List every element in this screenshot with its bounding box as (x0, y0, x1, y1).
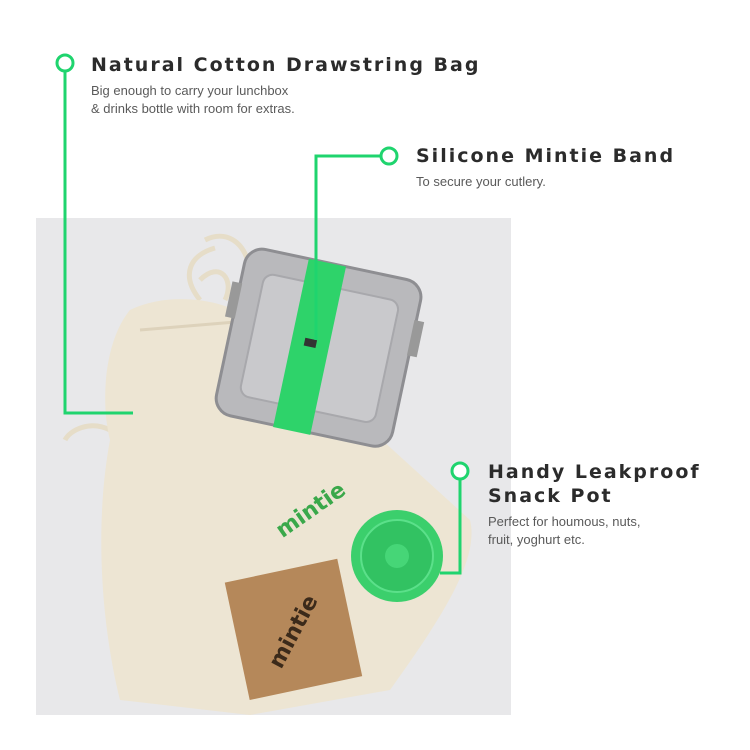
callout-title-line: Silicone Mintie Band (416, 145, 676, 167)
callout-title-line: Natural Cotton Drawstring Bag (91, 54, 481, 76)
callout-desc-line: & drinks bottle with room for extras. (91, 101, 295, 116)
callout-desc-line: To secure your cutlery. (416, 174, 546, 189)
band-callout-title: Silicone Mintie Band (416, 144, 675, 168)
callout-lines (55, 53, 470, 575)
callout-desc-line: Perfect for houmous, nuts, (488, 514, 641, 529)
band-callout-dot (379, 146, 399, 166)
bag-callout-description: Big enough to carry your lunchbox & drin… (91, 82, 295, 118)
callout-desc-line: Big enough to carry your lunchbox (91, 83, 289, 98)
snack-pot (351, 510, 443, 602)
bag-callout-line (63, 71, 133, 415)
callout-desc-line: fruit, yoghurt etc. (488, 532, 585, 547)
band-callout-description: To secure your cutlery. (416, 173, 546, 191)
bag-callout-title: Natural Cotton Drawstring Bag (91, 53, 480, 77)
band-callout-line (314, 154, 381, 340)
callout-title-line: Handy Leakproof (488, 461, 701, 483)
kraft-card: mintie (224, 558, 363, 701)
pot-callout-line (440, 479, 462, 575)
pot-callout-dot (450, 461, 470, 481)
pot-callout-description: Perfect for houmous, nuts, fruit, yoghur… (488, 513, 640, 549)
pot-callout-title: Handy Leakproof Snack Pot (488, 460, 701, 508)
bag-callout-dot (55, 53, 75, 73)
callout-title-line: Snack Pot (488, 485, 613, 507)
lunchbox (214, 247, 425, 448)
